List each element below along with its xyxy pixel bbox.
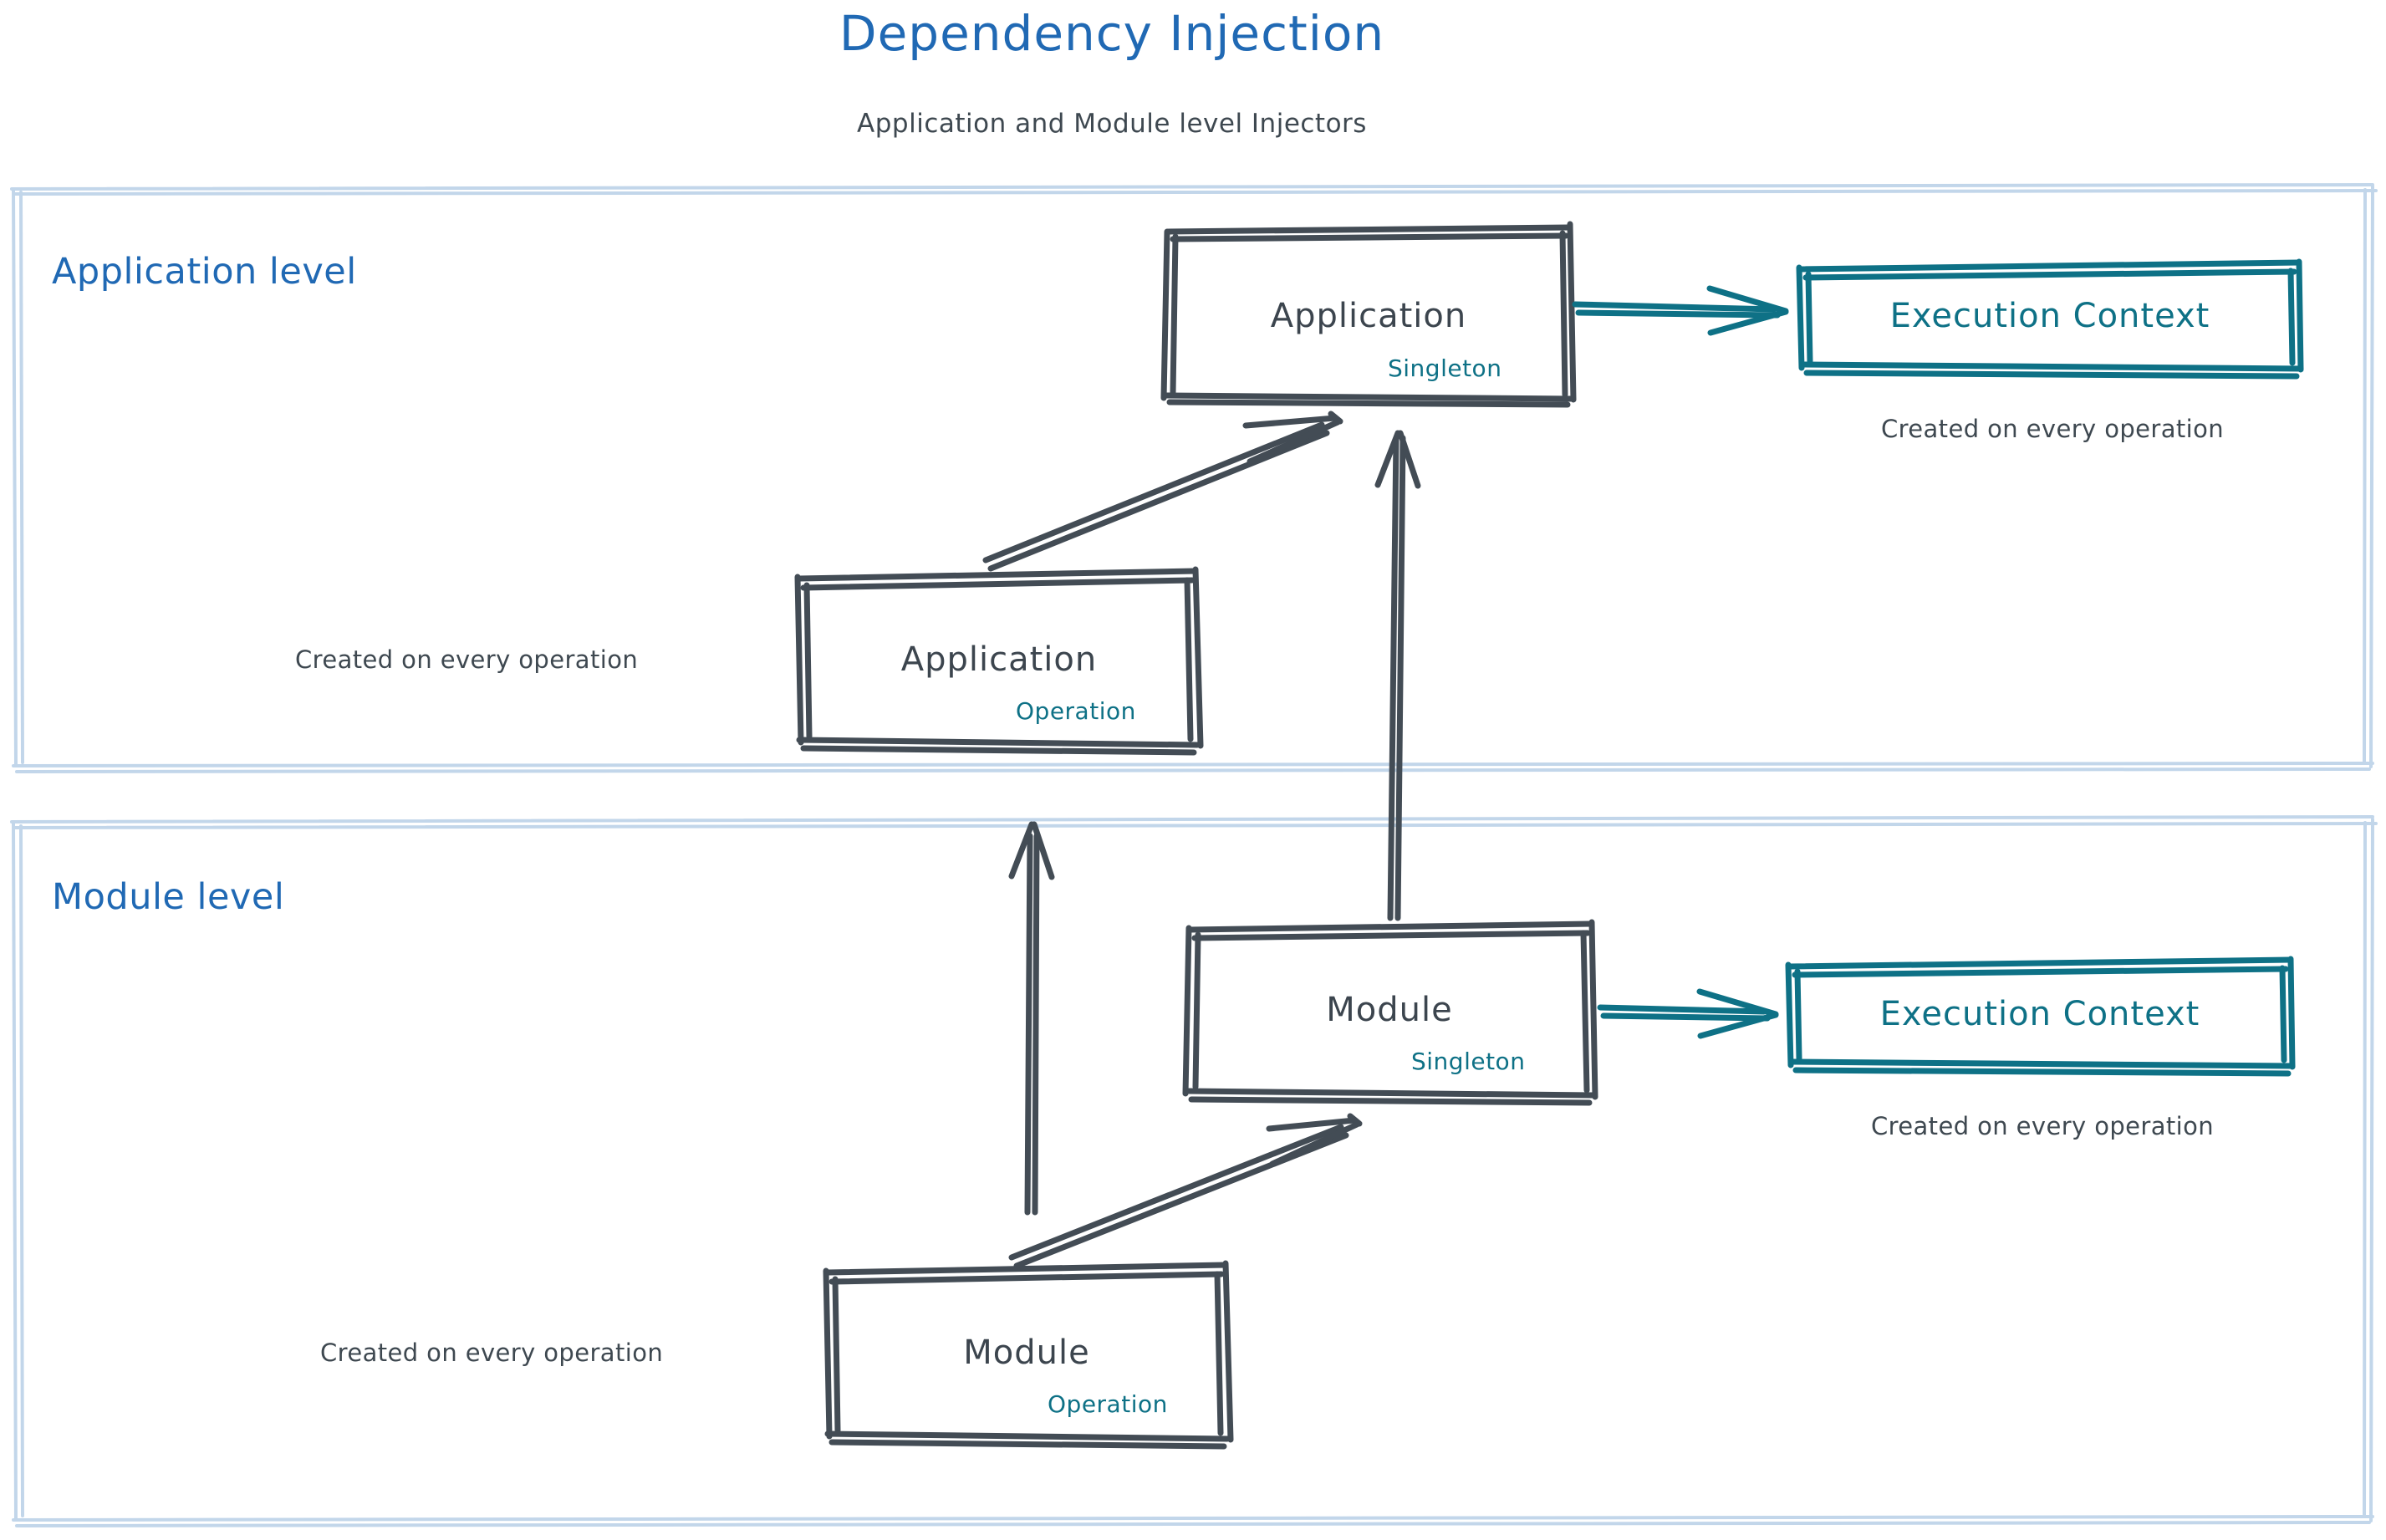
application-to-execution-context-arrow xyxy=(1572,285,1789,336)
application-execution-context-title: Execution Context xyxy=(1889,297,2210,335)
page-title: Dependency Injection xyxy=(839,5,1385,62)
module-operation-box[interactable] xyxy=(823,1260,1234,1450)
application-operation-box[interactable] xyxy=(794,566,1204,756)
application-singleton-scope: Singleton xyxy=(1388,354,1502,382)
module-to-execution-context-arrow xyxy=(1597,988,1779,1039)
module-execution-context-note: Created on every operation xyxy=(1870,1112,2215,1140)
module-operation-scope: Operation xyxy=(1048,1390,1168,1418)
module-level-label: Module level xyxy=(52,876,285,918)
module-operation-to-singleton-arrow xyxy=(1008,1113,1363,1269)
module-singleton-scope: Singleton xyxy=(1411,1048,1526,1075)
module-execution-context-title: Execution Context xyxy=(1879,995,2200,1033)
application-operation-note: Created on every operation xyxy=(295,645,639,674)
application-singleton-title: Application xyxy=(1270,297,1467,335)
module-execution-context-box[interactable] xyxy=(1785,956,2296,1077)
application-operation-to-singleton-arrow xyxy=(982,410,1343,572)
module-singleton-to-application-singleton-arrow xyxy=(1374,430,1421,921)
module-singleton-box[interactable] xyxy=(1182,919,1598,1106)
application-operation-title: Application xyxy=(900,640,1098,679)
module-operation-title: Module xyxy=(963,1333,1090,1372)
application-level-label: Application level xyxy=(52,251,357,293)
application-execution-context-note: Created on every operation xyxy=(1880,415,2225,443)
application-operation-scope: Operation xyxy=(1016,697,1136,725)
module-operation-note: Created on every operation xyxy=(320,1339,664,1367)
application-singleton-box[interactable] xyxy=(1160,221,1577,408)
page-subtitle: Application and Module level Injectors xyxy=(857,109,1367,139)
module-level-container xyxy=(10,815,2378,1527)
module-singleton-title: Module xyxy=(1326,991,1453,1029)
application-execution-context-box[interactable] xyxy=(1796,258,2304,380)
module-operation-to-application-operation-arrow xyxy=(1008,821,1055,1216)
application-level-container xyxy=(10,183,2378,773)
